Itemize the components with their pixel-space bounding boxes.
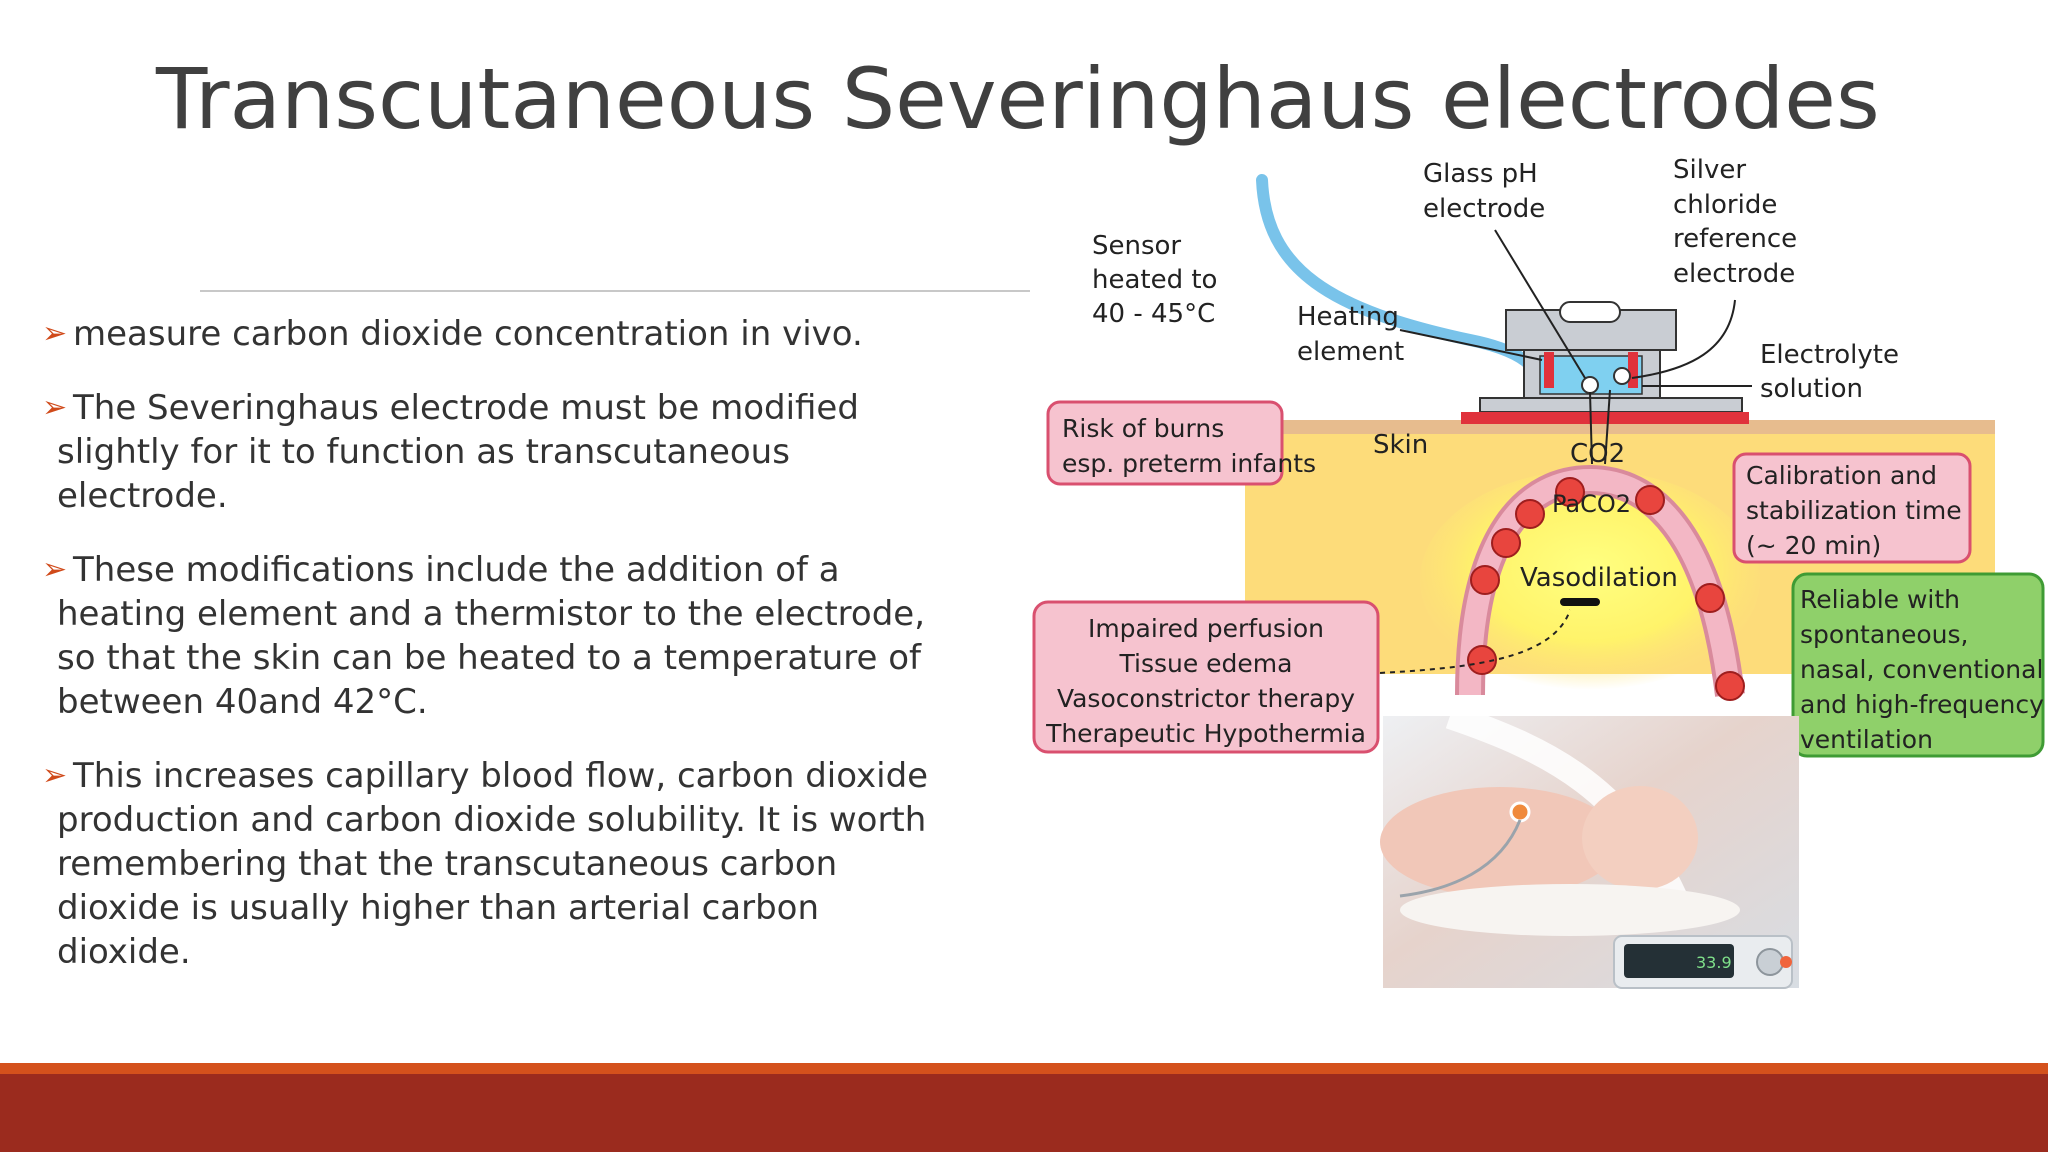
arrow-bullet-icon: ➢ xyxy=(42,390,68,425)
reliable-text: Reliable with spontaneous, nasal, conven… xyxy=(1800,585,2044,754)
sensor-base xyxy=(1479,397,1743,413)
sensor-cable xyxy=(1256,174,1536,371)
heating-plate xyxy=(1461,412,1749,424)
glass-ph-pointer xyxy=(1494,229,1586,379)
bullet-list: ➢measure carbon dioxide concentration in… xyxy=(40,312,940,1004)
electrolyte-label: Electrolyte solution xyxy=(1760,340,1899,404)
bullet-text: measure carbon dioxide concentration in … xyxy=(73,314,863,354)
svg-text:reference: reference xyxy=(1673,224,1797,254)
impaired-perfusion-text: Impaired perfusion Tissue edema Vasocons… xyxy=(1045,614,1366,748)
svg-text:Electrolyte: Electrolyte xyxy=(1760,340,1899,370)
svg-text:chloride: chloride xyxy=(1673,190,1777,220)
electrolyte-chamber xyxy=(1539,355,1643,395)
svg-text:Vasoconstrictor therapy: Vasoconstrictor therapy xyxy=(1057,684,1355,713)
risk-burns-box xyxy=(1046,400,1284,486)
svg-text:(~ 20 min): (~ 20 min) xyxy=(1746,531,1881,560)
reliable-box xyxy=(1791,572,2045,758)
svg-text:Heating: Heating xyxy=(1297,302,1399,332)
glass-ph-bulb xyxy=(1581,376,1599,394)
svg-text:electrode: electrode xyxy=(1673,259,1795,289)
bullet-text: This increases capillary blood flow, car… xyxy=(57,756,929,972)
impaired-perfusion-box xyxy=(1032,600,1380,754)
footer-bar xyxy=(0,1074,2048,1152)
silver-chloride-label: Silver chloride reference electrode xyxy=(1673,155,1797,289)
svg-text:esp. preterm infants: esp. preterm infants xyxy=(1062,449,1316,478)
red-blood-cells xyxy=(1467,477,1745,701)
calibration-text: Calibration and stabilization time (~ 20… xyxy=(1746,461,1962,560)
heating-element-pointer xyxy=(1399,329,1543,361)
svg-text:spontaneous,: spontaneous, xyxy=(1800,620,1969,649)
bullet-item: ➢These modifications include the additio… xyxy=(40,548,940,724)
co2-label: CO2 xyxy=(1570,439,1625,469)
co2-arrow-2 xyxy=(1589,391,1593,465)
sensor-cap-window xyxy=(1559,301,1621,323)
svg-text:40 - 45°C: 40 - 45°C xyxy=(1092,299,1215,329)
svg-text:Sensor: Sensor xyxy=(1092,231,1181,261)
glass-ph-label: Glass pH electrode xyxy=(1423,159,1545,224)
footer-accent-stripe xyxy=(0,1063,2048,1074)
svg-text:Risk of burns: Risk of burns xyxy=(1062,414,1224,443)
sensor-heated-label: Sensor heated to 40 - 45°C xyxy=(1092,231,1217,329)
calibration-box xyxy=(1732,452,1972,564)
svg-text:Tissue edema: Tissue edema xyxy=(1119,649,1293,678)
bullet-text: These modifications include the addition… xyxy=(57,550,926,722)
electrode-diagram: Sensor heated to 40 - 45°C Glass pH elec… xyxy=(1032,155,2045,989)
svg-text:nasal, conventional: nasal, conventional xyxy=(1800,655,2043,684)
paco2-label: PaCO2 xyxy=(1552,490,1631,518)
arrow-bullet-icon: ➢ xyxy=(42,552,68,587)
svg-text:Reliable with: Reliable with xyxy=(1800,585,1960,614)
bullet-item: ➢The Severinghaus electrode must be modi… xyxy=(40,386,940,518)
bullet-item: ➢This increases capillary blood flow, ca… xyxy=(40,754,940,974)
svg-text:stabilization time: stabilization time xyxy=(1746,496,1962,525)
monitor-readout: 33.9 xyxy=(1696,953,1732,972)
svg-text:Glass pH: Glass pH xyxy=(1423,159,1538,189)
svg-text:heated to: heated to xyxy=(1092,265,1217,295)
skin-label: Skin xyxy=(1373,430,1428,460)
heating-element-left xyxy=(1544,352,1554,388)
svg-text:and high-frequency: and high-frequency xyxy=(1800,690,2044,719)
infant-photo: 33.9 xyxy=(1380,703,1799,989)
skin-surface xyxy=(1245,420,1995,434)
svg-text:electrode: electrode xyxy=(1423,194,1545,224)
reference-bulb xyxy=(1613,367,1631,385)
vasodilation-label: Vasodilation xyxy=(1520,563,1678,593)
co2-arrow-1 xyxy=(1604,389,1611,465)
arrow-bullet-icon: ➢ xyxy=(42,758,68,793)
svg-text:element: element xyxy=(1297,337,1404,367)
heating-element-right xyxy=(1628,352,1638,388)
title-divider xyxy=(200,290,1030,292)
svg-text:solution: solution xyxy=(1760,374,1863,404)
svg-text:ventilation: ventilation xyxy=(1800,725,1933,754)
heating-element-label: Heating element xyxy=(1297,302,1404,367)
slide-title: Transcutaneous Severinghaus electrodes xyxy=(156,50,1880,148)
svg-text:Impaired perfusion: Impaired perfusion xyxy=(1088,614,1324,643)
svg-text:Silver: Silver xyxy=(1673,155,1746,185)
vasodilation-bar xyxy=(1560,598,1600,606)
svg-text:Therapeutic Hypothermia: Therapeutic Hypothermia xyxy=(1045,719,1366,748)
bullet-item: ➢measure carbon dioxide concentration in… xyxy=(40,312,940,356)
svg-text:Calibration and: Calibration and xyxy=(1746,461,1937,490)
arrow-bullet-icon: ➢ xyxy=(42,316,68,351)
risk-burns-text: Risk of burns esp. preterm infants xyxy=(1062,414,1316,478)
bullet-text: The Severinghaus electrode must be modif… xyxy=(57,388,859,516)
silver-chloride-pointer xyxy=(1631,299,1736,379)
